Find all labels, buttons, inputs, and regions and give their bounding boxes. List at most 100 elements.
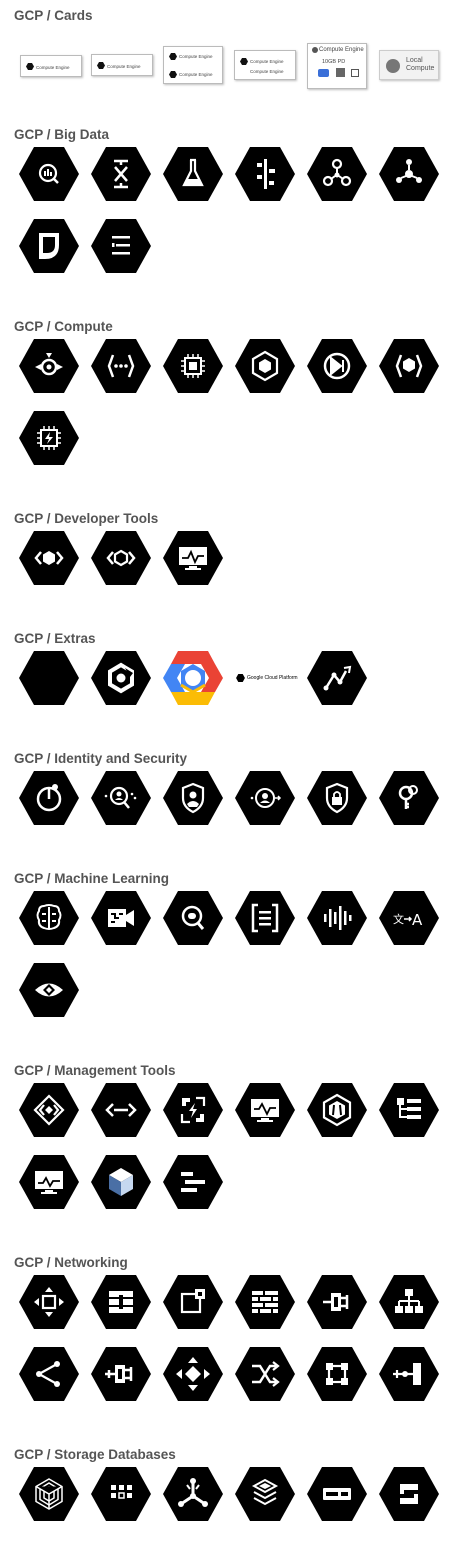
card-compute-engine-2[interactable]: Compute Engine: [91, 54, 153, 76]
section-title-big-data: GCP / Big Data: [14, 127, 110, 142]
speech-api-icon[interactable]: [307, 891, 367, 945]
network-trace-icon[interactable]: [307, 651, 367, 705]
dedicated-interconnect-icon[interactable]: [379, 1347, 439, 1401]
app-engine-icon[interactable]: [19, 339, 79, 393]
gcp-logo-mono-icon[interactable]: [91, 651, 151, 705]
pubsub-icon[interactable]: [307, 147, 367, 201]
cloud-cdn-icon[interactable]: [163, 1275, 223, 1329]
cloud-nat-icon[interactable]: [235, 1347, 295, 1401]
cloud-router-icon[interactable]: [163, 1347, 223, 1401]
data-studio-icon[interactable]: [19, 219, 79, 273]
virtual-private-cloud-icon[interactable]: [19, 1275, 79, 1329]
cloud-vpn-icon[interactable]: [307, 1347, 367, 1401]
checkbox-icon: [351, 69, 359, 77]
video-intelligence-icon[interactable]: [91, 891, 151, 945]
cloud-filestore-icon[interactable]: [379, 1467, 439, 1521]
cloud-ml-brain-icon[interactable]: [19, 891, 79, 945]
compute-engine-icon[interactable]: [163, 339, 223, 393]
section-title-storage-databases: GCP / Storage Databases: [14, 1447, 176, 1462]
cloud-datastore-icon[interactable]: [91, 1467, 151, 1521]
stackdriver-monitoring-icon[interactable]: [235, 1083, 295, 1137]
datalab-icon[interactable]: [163, 147, 223, 201]
natural-language-icon[interactable]: [235, 891, 295, 945]
compute-engine-icon: [26, 63, 34, 70]
card-compute-engine-expanded[interactable]: Compute Engine Compute Engine: [234, 50, 296, 80]
section-title-cards: GCP / Cards: [14, 8, 93, 23]
cloud-iam-icon[interactable]: [19, 771, 79, 825]
section-title-machine-learning: GCP / Machine Learning: [14, 871, 170, 886]
gcp-mini-logo-icon: [236, 674, 245, 682]
cloud-shell-cube-icon[interactable]: [91, 1155, 151, 1209]
engine-dot-icon: [312, 47, 318, 53]
card-compute-engine-stack[interactable]: Compute Engine Compute Engine: [163, 46, 223, 84]
section-title-identity-security: GCP / Identity and Security: [14, 751, 188, 766]
cloud-spanner-icon[interactable]: [163, 1467, 223, 1521]
svg-text:文: 文: [393, 912, 404, 926]
section-title-developer-tools: GCP / Developer Tools: [14, 511, 159, 526]
cloud-storage-icon[interactable]: [235, 1467, 295, 1521]
debugger-list-icon[interactable]: [379, 1083, 439, 1137]
card-label: Compute Engine: [179, 72, 213, 77]
svg-text:A: A: [412, 911, 423, 929]
key-management-icon[interactable]: [379, 771, 439, 825]
compute-engine-icon: [240, 58, 248, 65]
cloud-tools-icon[interactable]: [91, 531, 151, 585]
gcp-partner-badge: Google Cloud Platform: [236, 673, 306, 683]
blank-hexagon-icon[interactable]: [19, 651, 79, 705]
card-label: Compute Engine: [250, 59, 284, 64]
compute-engine-icon: [97, 62, 105, 69]
vision-api-icon[interactable]: [163, 891, 223, 945]
gpu-icon[interactable]: [307, 339, 367, 393]
card-compute-engine-1[interactable]: Compute Engine: [20, 55, 82, 77]
partner-interconnect-icon[interactable]: [91, 1347, 151, 1401]
cloud-sdk-icon[interactable]: [19, 531, 79, 585]
compute-engine-icon: [169, 71, 177, 78]
cloud-armor-firewall-icon[interactable]: [235, 1275, 295, 1329]
bigquery-icon[interactable]: [19, 147, 79, 201]
cloud-routes-icon[interactable]: [379, 1275, 439, 1329]
section-title-management-tools: GCP / Management Tools: [14, 1063, 176, 1078]
partner-badge-text: Google Cloud Platform: [247, 675, 298, 681]
disk-icon: [336, 68, 345, 77]
section-title-extras: GCP / Extras: [14, 631, 96, 646]
card-label: Compute Engine: [179, 54, 213, 59]
gpu-icon: [318, 69, 329, 77]
genomics-icon[interactable]: [379, 147, 439, 201]
card-disk-size: 10GB PD: [322, 59, 346, 65]
section-title-compute: GCP / Compute: [14, 319, 113, 334]
tpu-icon[interactable]: [19, 411, 79, 465]
cloud-monitoring-icon[interactable]: [163, 531, 223, 585]
identity-aware-proxy-icon[interactable]: [163, 771, 223, 825]
security-key-icon[interactable]: [307, 771, 367, 825]
cloud-functions-icon[interactable]: [91, 339, 151, 393]
kubernetes-engine-icon[interactable]: [235, 339, 295, 393]
persistent-disk-icon[interactable]: [307, 1467, 367, 1521]
cloud-interconnect-icon[interactable]: [307, 1275, 367, 1329]
error-reporting-icon[interactable]: [19, 1155, 79, 1209]
automl-icon[interactable]: [19, 963, 79, 1017]
network-topology-icon[interactable]: [19, 1347, 79, 1401]
cloud-identity-icon[interactable]: [235, 771, 295, 825]
gcp-logo-color-icon[interactable]: [163, 651, 223, 705]
card-title: Compute Engine: [319, 47, 364, 53]
cloud-console-icon[interactable]: [163, 1083, 223, 1137]
data-catalog-icon[interactable]: [91, 219, 151, 273]
card-label: Compute Engine: [36, 65, 70, 70]
cloud-apis-icon[interactable]: [91, 1083, 151, 1137]
service-management-icon[interactable]: [307, 1083, 367, 1137]
cloud-bigtable-icon[interactable]: [19, 1467, 79, 1521]
cloud-load-balancing-icon[interactable]: [91, 1275, 151, 1329]
local-compute-icon: [386, 59, 400, 73]
compute-engine-icon: [169, 53, 177, 60]
security-scanner-icon[interactable]: [91, 771, 151, 825]
card-compute-engine-detail[interactable]: Compute Engine 10GB PD: [307, 43, 367, 89]
deployment-manager-icon[interactable]: [19, 1083, 79, 1137]
card-label: Compute Engine: [107, 64, 141, 69]
dataflow-icon[interactable]: [91, 147, 151, 201]
container-optimized-os-icon[interactable]: [379, 339, 439, 393]
card-label: Compute Engine: [250, 69, 284, 74]
trace-icon[interactable]: [163, 1155, 223, 1209]
dataproc-icon[interactable]: [235, 147, 295, 201]
